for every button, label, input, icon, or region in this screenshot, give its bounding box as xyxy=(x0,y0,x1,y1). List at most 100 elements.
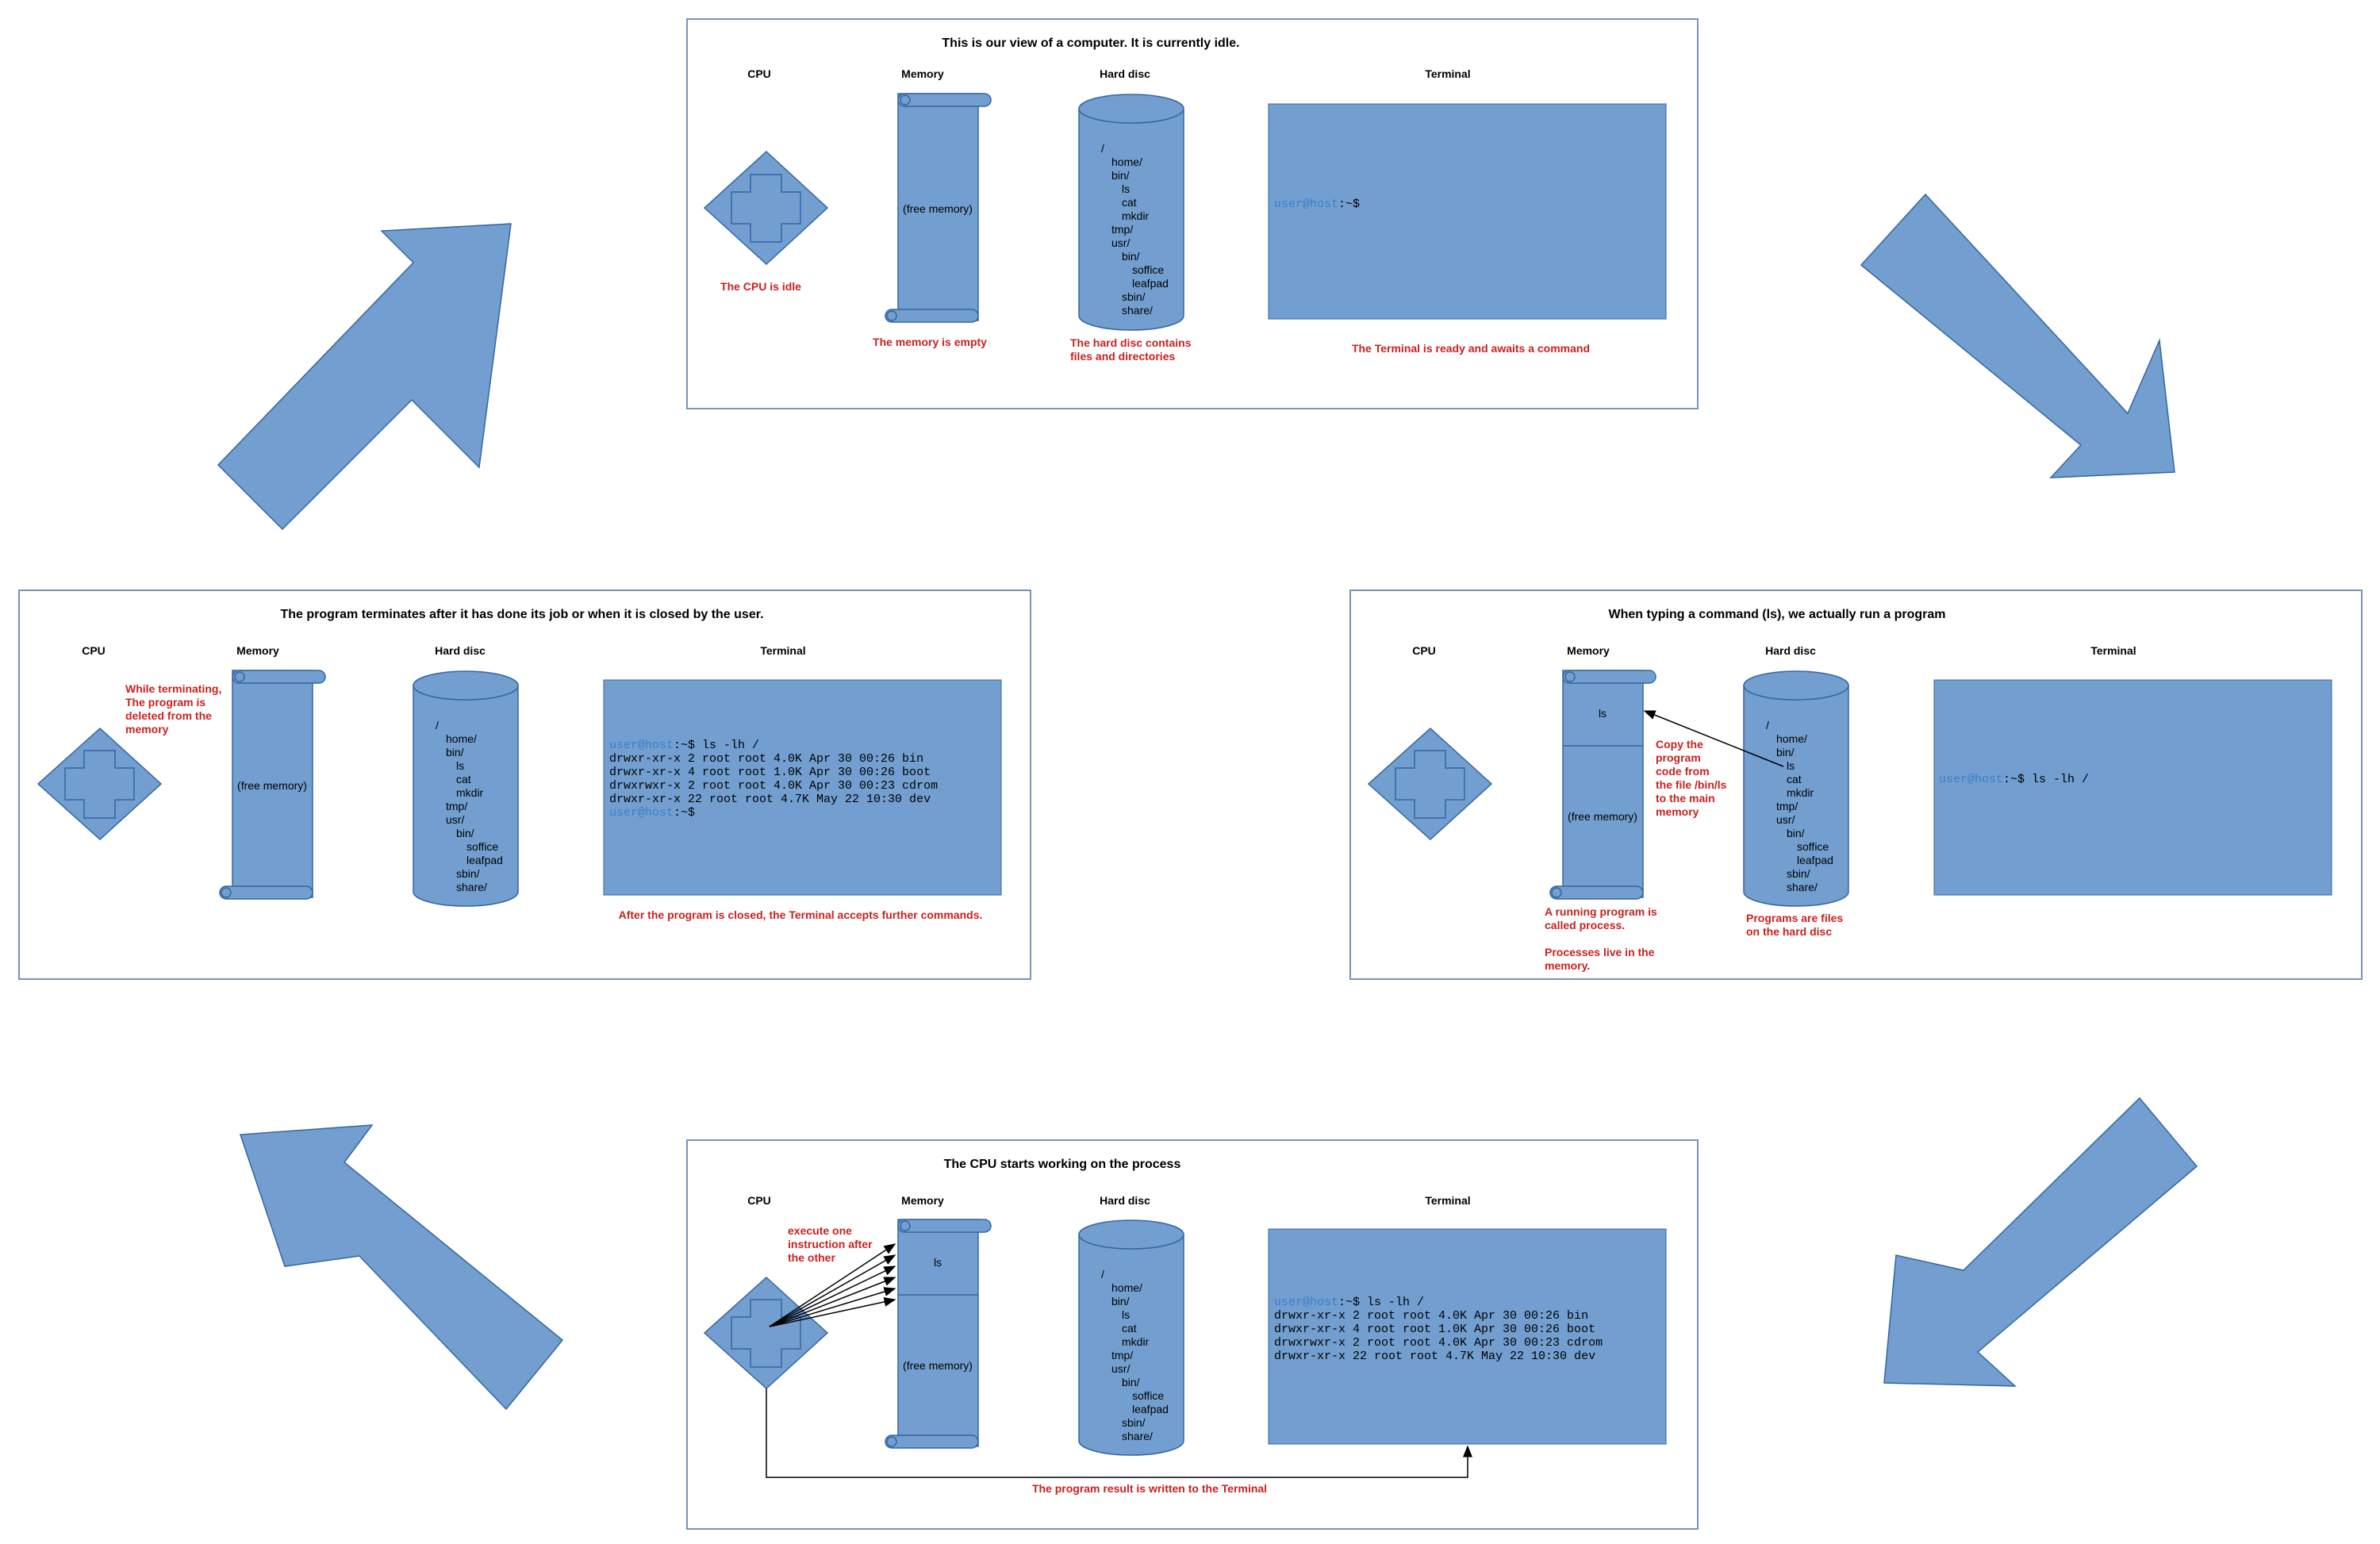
filesystem-entry: bin/ xyxy=(446,746,464,759)
free-memory-label: (free memory) xyxy=(237,779,307,792)
terminal-output-line: drwxr-xr-x 2 root root 4.0K Apr 30 00:26… xyxy=(609,752,923,766)
memory-scroll-icon xyxy=(219,670,326,900)
panel-terminate-title: The program terminates after it has done… xyxy=(280,608,763,621)
terminating-note: While terminating, The program is delete… xyxy=(125,682,225,736)
panel-terminate: The program terminates after it has done… xyxy=(18,590,1031,980)
panel-work-title: The CPU starts working on the process xyxy=(944,1158,1181,1171)
cycle-arrow-up-left xyxy=(239,1124,564,1411)
free-memory-label: (free memory) xyxy=(903,202,973,215)
filesystem-entry: / xyxy=(1766,719,1769,732)
free-memory-label: (free memory) xyxy=(1568,810,1637,823)
filesystem-entry: leafpad xyxy=(466,854,503,866)
prompt-suffix: :~$ xyxy=(674,806,695,820)
cpu-header: CPU xyxy=(1412,644,1436,657)
filesystem-entry: cat xyxy=(456,773,471,785)
process-memory-note: A running program is called process. Pro… xyxy=(1545,905,1660,972)
cycle-arrow-down-left xyxy=(1883,1097,2198,1387)
filesystem-entry: usr/ xyxy=(1776,813,1795,826)
terminal-header: Terminal xyxy=(1425,1194,1470,1207)
cycle-arrow-down-right xyxy=(1860,193,2175,478)
cpu-icon xyxy=(1367,727,1493,841)
panel-work: The CPU starts working on the process CP… xyxy=(686,1139,1699,1530)
memory-empty-note: The memory is empty xyxy=(873,336,987,348)
terminal-output: user@host:~$ ls -lh /drwxr-xr-x 2 root r… xyxy=(1274,1296,1603,1363)
filesystem-entry: tmp/ xyxy=(1776,800,1798,812)
filesystem-entry: usr/ xyxy=(1111,236,1130,249)
hard-disc-icon xyxy=(1078,94,1184,331)
filesystem-entry: bin/ xyxy=(1111,169,1130,182)
terminal-header: Terminal xyxy=(760,644,805,657)
filesystem-entry: ls xyxy=(1122,182,1130,195)
terminal-output-line: drwxr-xr-x 4 root root 1.0K Apr 30 00:26… xyxy=(1274,1323,1595,1336)
filesystem-entry: ls xyxy=(1787,759,1795,772)
memory-scroll-icon xyxy=(885,93,992,323)
terminal-output-line: drwxr-xr-x 4 root root 1.0K Apr 30 00:26… xyxy=(609,766,931,779)
terminal-output-line: drwxrwxr-x 2 root root 4.0K Apr 30 00:23… xyxy=(1274,1336,1603,1350)
memory-header: Memory xyxy=(901,1194,944,1207)
memory-header: Memory xyxy=(236,644,279,657)
filesystem-entry: leafpad xyxy=(1132,277,1169,290)
filesystem-entry: / xyxy=(436,719,439,732)
hard-disc-header: Hard disc xyxy=(1765,644,1816,657)
terminal-output-line: drwxr-xr-x 22 root root 4.7K May 22 10:3… xyxy=(609,793,931,806)
cycle-arrow-up-right xyxy=(217,223,512,531)
prompt-user-host: user@host xyxy=(609,739,674,752)
ls-process-label: ls xyxy=(1599,707,1606,720)
filesystem-entry: bin/ xyxy=(1122,250,1140,263)
filesystem-entry: home/ xyxy=(1111,1281,1142,1294)
terminal-header: Terminal xyxy=(2090,644,2136,657)
hard-disc-note: The hard disc contains files and directo… xyxy=(1070,336,1194,363)
filesystem-entry: home/ xyxy=(1111,156,1142,168)
filesystem-entry: leafpad xyxy=(1797,854,1833,866)
terminal-output-line: drwxrwxr-x 2 root root 4.0K Apr 30 00:23… xyxy=(609,779,938,793)
filesystem-entry: share/ xyxy=(1787,881,1818,893)
filesystem-entry: share/ xyxy=(456,881,487,893)
filesystem-entry: sbin/ xyxy=(1122,1416,1146,1429)
programs-files-note: Programs are files on the hard disc xyxy=(1746,912,1846,938)
instruction-arrows xyxy=(769,1243,896,1327)
memory-scroll-icon xyxy=(1549,670,1656,900)
filesystem-entry: mkdir xyxy=(1787,786,1814,799)
terminal-window xyxy=(603,679,1002,896)
terminal-ready-note: The Terminal is ready and awaits a comma… xyxy=(1352,342,1590,355)
filesystem-entry: bin/ xyxy=(1776,746,1795,759)
filesystem-entry: sbin/ xyxy=(1787,867,1810,880)
cpu-header: CPU xyxy=(82,644,106,657)
filesystem-entry: bin/ xyxy=(456,827,474,839)
panel-idle: This is our view of a computer. It is cu… xyxy=(686,18,1699,409)
panel-run-title: When typing a command (ls), we actually … xyxy=(1609,608,1946,621)
hard-disc-header: Hard disc xyxy=(435,644,486,657)
terminal-output-line: drwxr-xr-x 2 root root 4.0K Apr 30 00:26… xyxy=(1274,1309,1588,1323)
hard-disc-header: Hard disc xyxy=(1100,1194,1150,1207)
filesystem-entry: sbin/ xyxy=(1122,290,1146,303)
filesystem-entry: share/ xyxy=(1122,304,1153,317)
prompt-user-host: user@host xyxy=(609,806,674,820)
filesystem-entry: soffice xyxy=(466,840,498,853)
filesystem-entry: home/ xyxy=(446,732,477,745)
execute-instructions-note: execute one instruction after the other xyxy=(788,1224,875,1264)
cpu-icon xyxy=(703,150,829,266)
filesystem-entry: bin/ xyxy=(1122,1376,1140,1388)
cpu-header: CPU xyxy=(747,1194,771,1207)
memory-header: Memory xyxy=(1567,644,1610,657)
prompt-suffix: :~$ ls -lh / xyxy=(674,739,759,752)
terminal-window xyxy=(1268,1228,1667,1445)
filesystem-entry: / xyxy=(1101,1268,1104,1281)
filesystem-entry: / xyxy=(1101,142,1104,155)
filesystem-entry: share/ xyxy=(1122,1430,1153,1442)
filesystem-entry: mkdir xyxy=(456,786,484,799)
filesystem-entry: ls xyxy=(1122,1308,1130,1321)
filesystem-entry: usr/ xyxy=(1111,1362,1130,1375)
terminal-output: user@host:~$ ls -lh /drwxr-xr-x 2 root r… xyxy=(609,739,938,820)
filesystem-entry: tmp/ xyxy=(1111,1349,1133,1362)
filesystem-entry: tmp/ xyxy=(446,800,467,812)
filesystem-entry: soffice xyxy=(1797,840,1829,853)
hard-disc-icon xyxy=(413,670,519,907)
terminal-accepts-note: After the program is closed, the Termina… xyxy=(619,908,983,921)
filesystem-entry: tmp/ xyxy=(1111,223,1133,236)
terminal-output-line: drwxr-xr-x 22 root root 4.7K May 22 10:3… xyxy=(1274,1350,1595,1363)
terminal-prompt: user@host:~$ xyxy=(1274,198,1360,211)
free-memory-label: (free memory) xyxy=(903,1359,973,1372)
filesystem-entry: soffice xyxy=(1132,1389,1164,1402)
